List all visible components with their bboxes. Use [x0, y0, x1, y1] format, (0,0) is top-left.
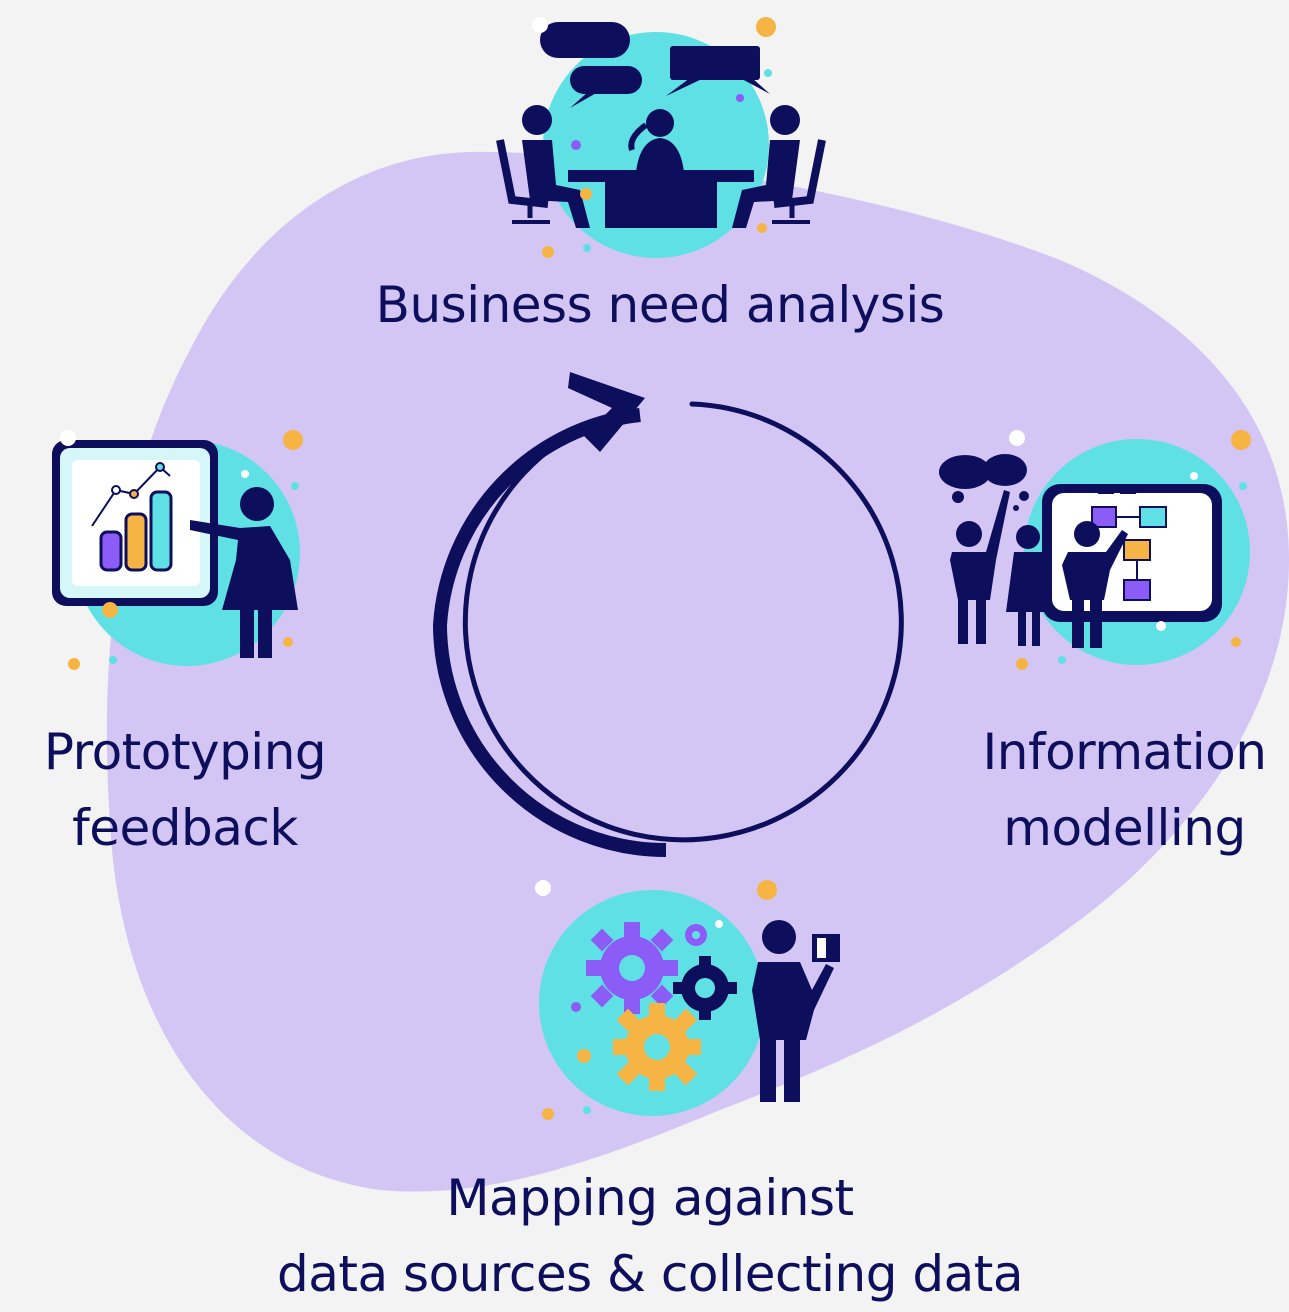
purple-gear-icon — [586, 922, 678, 1014]
meeting-table-icon — [496, 17, 826, 258]
prototyping-line-2: feedback — [72, 799, 298, 857]
modelling-line-2: modelling — [1003, 799, 1246, 857]
step-label-prototyping-feedback: Prototyping feedback — [20, 714, 350, 866]
cycle-arrow-icon — [432, 372, 904, 857]
mapping-line-1: Mapping against — [446, 1169, 854, 1227]
step-label-mapping-data-sources: Mapping against data sources & collectin… — [200, 1160, 1100, 1312]
business-line-1: Business need analysis — [375, 276, 945, 334]
modelling-line-1: Information — [982, 723, 1267, 781]
chart-presentation-icon — [52, 430, 303, 670]
whiteboard-team-icon — [939, 430, 1251, 670]
background-blob — [106, 151, 1289, 1192]
step-label-business-need-analysis: Business need analysis — [360, 280, 960, 330]
step-label-information-modelling: Information modelling — [960, 714, 1289, 866]
navy-gear-icon — [673, 956, 737, 1020]
mapping-line-2: data sources & collecting data — [277, 1245, 1023, 1303]
prototyping-line-1: Prototyping — [43, 723, 327, 781]
orange-gear-icon — [613, 1003, 701, 1091]
arrowhead-icon — [568, 372, 645, 452]
gears-person-icon — [535, 880, 840, 1120]
